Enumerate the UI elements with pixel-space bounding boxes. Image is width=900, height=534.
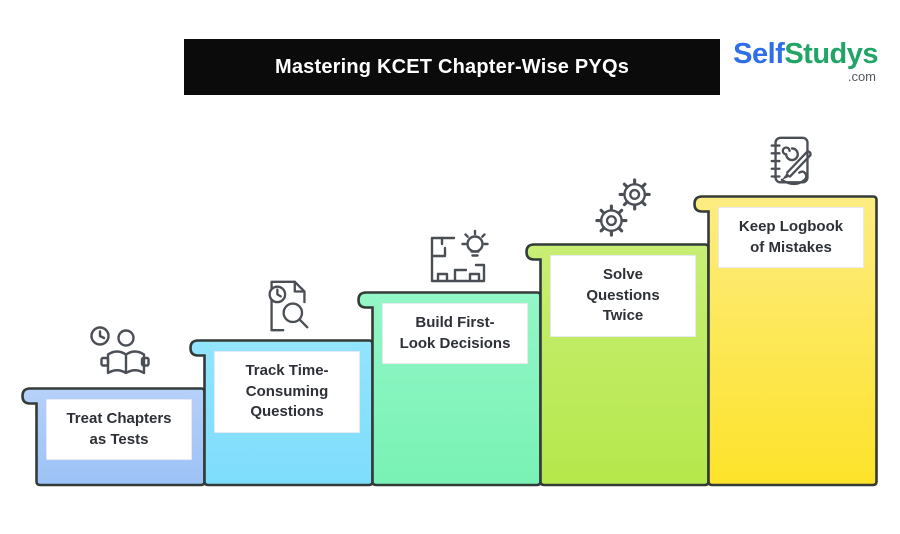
step-1-label-box: Treat Chapters as Tests: [46, 399, 192, 461]
step-4-solve-questions-twice: Solve Questions Twice: [525, 243, 710, 488]
step-2-track-time-consuming-questions: Track Time- Consuming Questions: [189, 339, 374, 488]
title-banner: Mastering KCET Chapter-Wise PYQs: [184, 39, 720, 95]
reading-book-icon: [84, 325, 156, 383]
step-2-label-box: Track Time- Consuming Questions: [214, 351, 360, 434]
mistake-logbook-icon: [756, 133, 828, 191]
page-title: Mastering KCET Chapter-Wise PYQs: [274, 55, 630, 78]
gears-icon: [588, 178, 660, 239]
first-look-blueprint-icon: [420, 229, 492, 287]
time-tracking-document-icon: [252, 277, 324, 335]
step-3-label-box: Build First- Look Decisions: [382, 303, 528, 365]
step-3-build-first-look-decisions: Build First- Look Decisions: [357, 291, 542, 488]
logo-domain-suffix: .com: [847, 69, 876, 84]
selfstudys-logo: SelfStudys .com: [722, 40, 878, 84]
step-1-label: Treat Chapters as Tests: [66, 410, 172, 448]
step-5-label-box: Keep Logbook of Mistakes: [718, 207, 864, 269]
logo-part-self: Self: [733, 38, 785, 70]
step-2-label: Track Time- Consuming Questions: [245, 362, 329, 421]
step-5-label: Keep Logbook of Mistakes: [738, 218, 844, 256]
step-4-label: Solve Questions Twice: [586, 266, 660, 325]
logo-wordmark: SelfStudys: [722, 40, 878, 69]
step-3-label: Build First- Look Decisions: [399, 314, 511, 352]
step-5-shape: [693, 195, 878, 487]
step-1-treat-chapters-as-tests: Treat Chapters as Tests: [21, 387, 206, 488]
step-5-keep-logbook-of-mistakes: Keep Logbook of Mistakes: [693, 195, 878, 488]
logo-part-studys: Studys: [784, 38, 878, 70]
step-4-label-box: Solve Questions Twice: [550, 255, 696, 338]
